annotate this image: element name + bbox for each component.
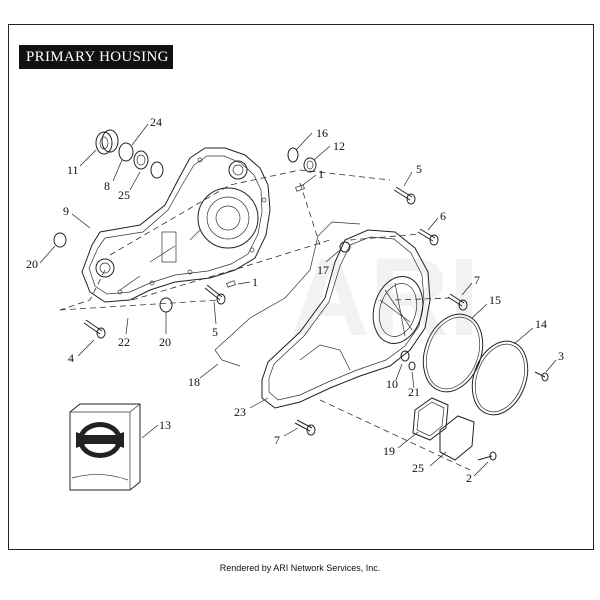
callout-23: 23 <box>234 405 246 419</box>
inner-primary-housing[interactable] <box>81 147 271 303</box>
callout-1-top: 1 <box>318 167 324 181</box>
callout-7-bottom: 7 <box>274 433 280 447</box>
inspection-cover-and-gasket[interactable] <box>412 397 497 461</box>
callout-20-mid: 20 <box>159 335 171 349</box>
primary-gasket[interactable] <box>214 221 361 367</box>
callout-12: 12 <box>333 139 345 153</box>
callout-13: 13 <box>159 418 171 432</box>
callout-labels: 24 11 8 25 9 20 16 12 1 5 6 17 1 5 4 22 … <box>26 115 564 485</box>
callout-15: 15 <box>489 293 501 307</box>
callout-14: 14 <box>535 317 547 331</box>
callout-1-mid: 1 <box>252 275 258 289</box>
bearing-stack[interactable] <box>95 129 164 179</box>
callout-7-right: 7 <box>474 273 480 287</box>
fitting[interactable] <box>400 350 416 371</box>
callout-2: 2 <box>466 471 472 485</box>
alignment-lines <box>59 169 471 471</box>
callout-5-mid: 5 <box>212 325 218 339</box>
callout-21: 21 <box>408 385 420 399</box>
callout-11: 11 <box>67 163 79 177</box>
callout-24: 24 <box>150 115 162 129</box>
callout-3: 3 <box>558 349 564 363</box>
screws-right[interactable] <box>294 186 468 436</box>
callout-22: 22 <box>118 335 130 349</box>
screws-lower-left[interactable] <box>83 284 226 339</box>
callout-5-top: 5 <box>416 162 422 176</box>
callout-25-bottom: 25 <box>412 461 424 475</box>
derby-cover-gasket-and-cover[interactable] <box>413 306 549 423</box>
leader-lines <box>39 123 557 477</box>
callout-4: 4 <box>68 351 74 365</box>
callout-8: 8 <box>104 179 110 193</box>
callout-10: 10 <box>386 377 398 391</box>
callout-17: 17 <box>317 263 329 277</box>
genuine-parts-package <box>69 403 141 491</box>
callout-9: 9 <box>63 204 69 218</box>
callout-16: 16 <box>316 126 328 140</box>
footer-credit: Rendered by ARI Network Services, Inc. <box>219 563 381 573</box>
diagram-title: PRIMARY HOUSING <box>19 45 173 69</box>
outer-primary-cover[interactable] <box>261 229 431 409</box>
diagram-frame <box>8 24 594 550</box>
callout-25-top: 25 <box>118 188 130 202</box>
callout-19: 19 <box>383 444 395 458</box>
callout-20-left: 20 <box>26 257 38 271</box>
seal-and-bearing-right[interactable] <box>226 147 317 288</box>
callout-18: 18 <box>188 375 200 389</box>
callout-6: 6 <box>440 209 446 223</box>
